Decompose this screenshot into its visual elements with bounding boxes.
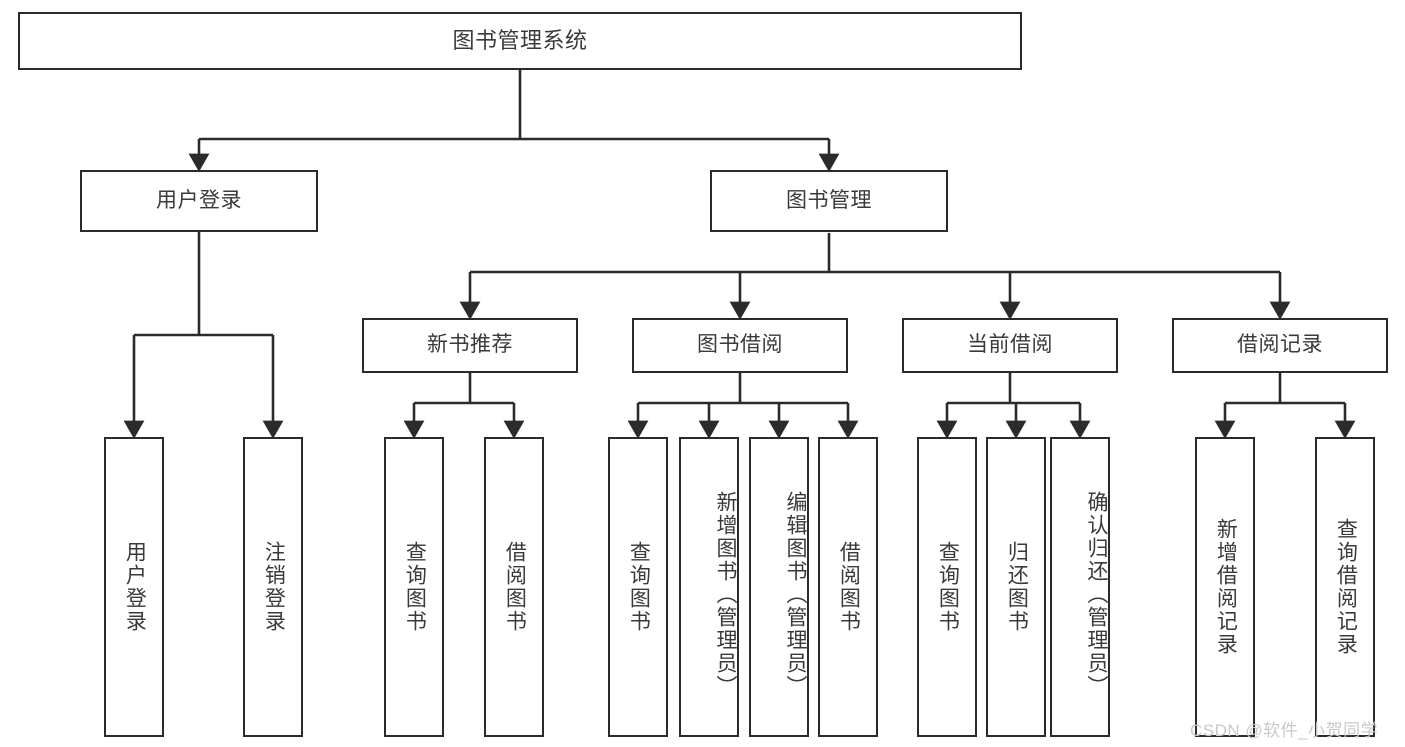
- node-book-borrow[interactable]: 图书借阅: [632, 318, 848, 373]
- node-book-management[interactable]: 图书管理: [710, 170, 948, 232]
- node-user-login[interactable]: 用户登录: [80, 170, 318, 232]
- leaf-book-borrow-query[interactable]: 查询图书: [608, 437, 668, 737]
- leaf-user-login-signin[interactable]: 用户登录: [104, 437, 164, 737]
- leaf-borrow-record-add[interactable]: 新增借阅记录: [1195, 437, 1255, 737]
- node-borrow-record[interactable]: 借阅记录: [1172, 318, 1388, 373]
- leaf-borrow-record-query[interactable]: 查询借阅记录: [1315, 437, 1375, 737]
- leaf-book-borrow-edit[interactable]: 编辑图书（管理员）: [749, 437, 809, 737]
- leaf-user-login-signout[interactable]: 注销登录: [243, 437, 303, 737]
- leaf-new-book-query[interactable]: 查询图书: [384, 437, 444, 737]
- node-current-borrow[interactable]: 当前借阅: [902, 318, 1118, 373]
- leaf-current-borrow-confirm-return[interactable]: 确认归还（管理员）: [1050, 437, 1110, 737]
- leaf-book-borrow-lend[interactable]: 借阅图书: [818, 437, 878, 737]
- leaf-book-borrow-add[interactable]: 新增图书（管理员）: [679, 437, 739, 737]
- node-root-system[interactable]: 图书管理系统: [18, 12, 1022, 70]
- leaf-current-borrow-query[interactable]: 查询图书: [917, 437, 977, 737]
- node-new-book-recommend[interactable]: 新书推荐: [362, 318, 578, 373]
- watermark-credit: CSDN @软件_小贺同学: [1190, 721, 1379, 740]
- leaf-new-book-borrow[interactable]: 借阅图书: [484, 437, 544, 737]
- leaf-current-borrow-return[interactable]: 归还图书: [986, 437, 1046, 737]
